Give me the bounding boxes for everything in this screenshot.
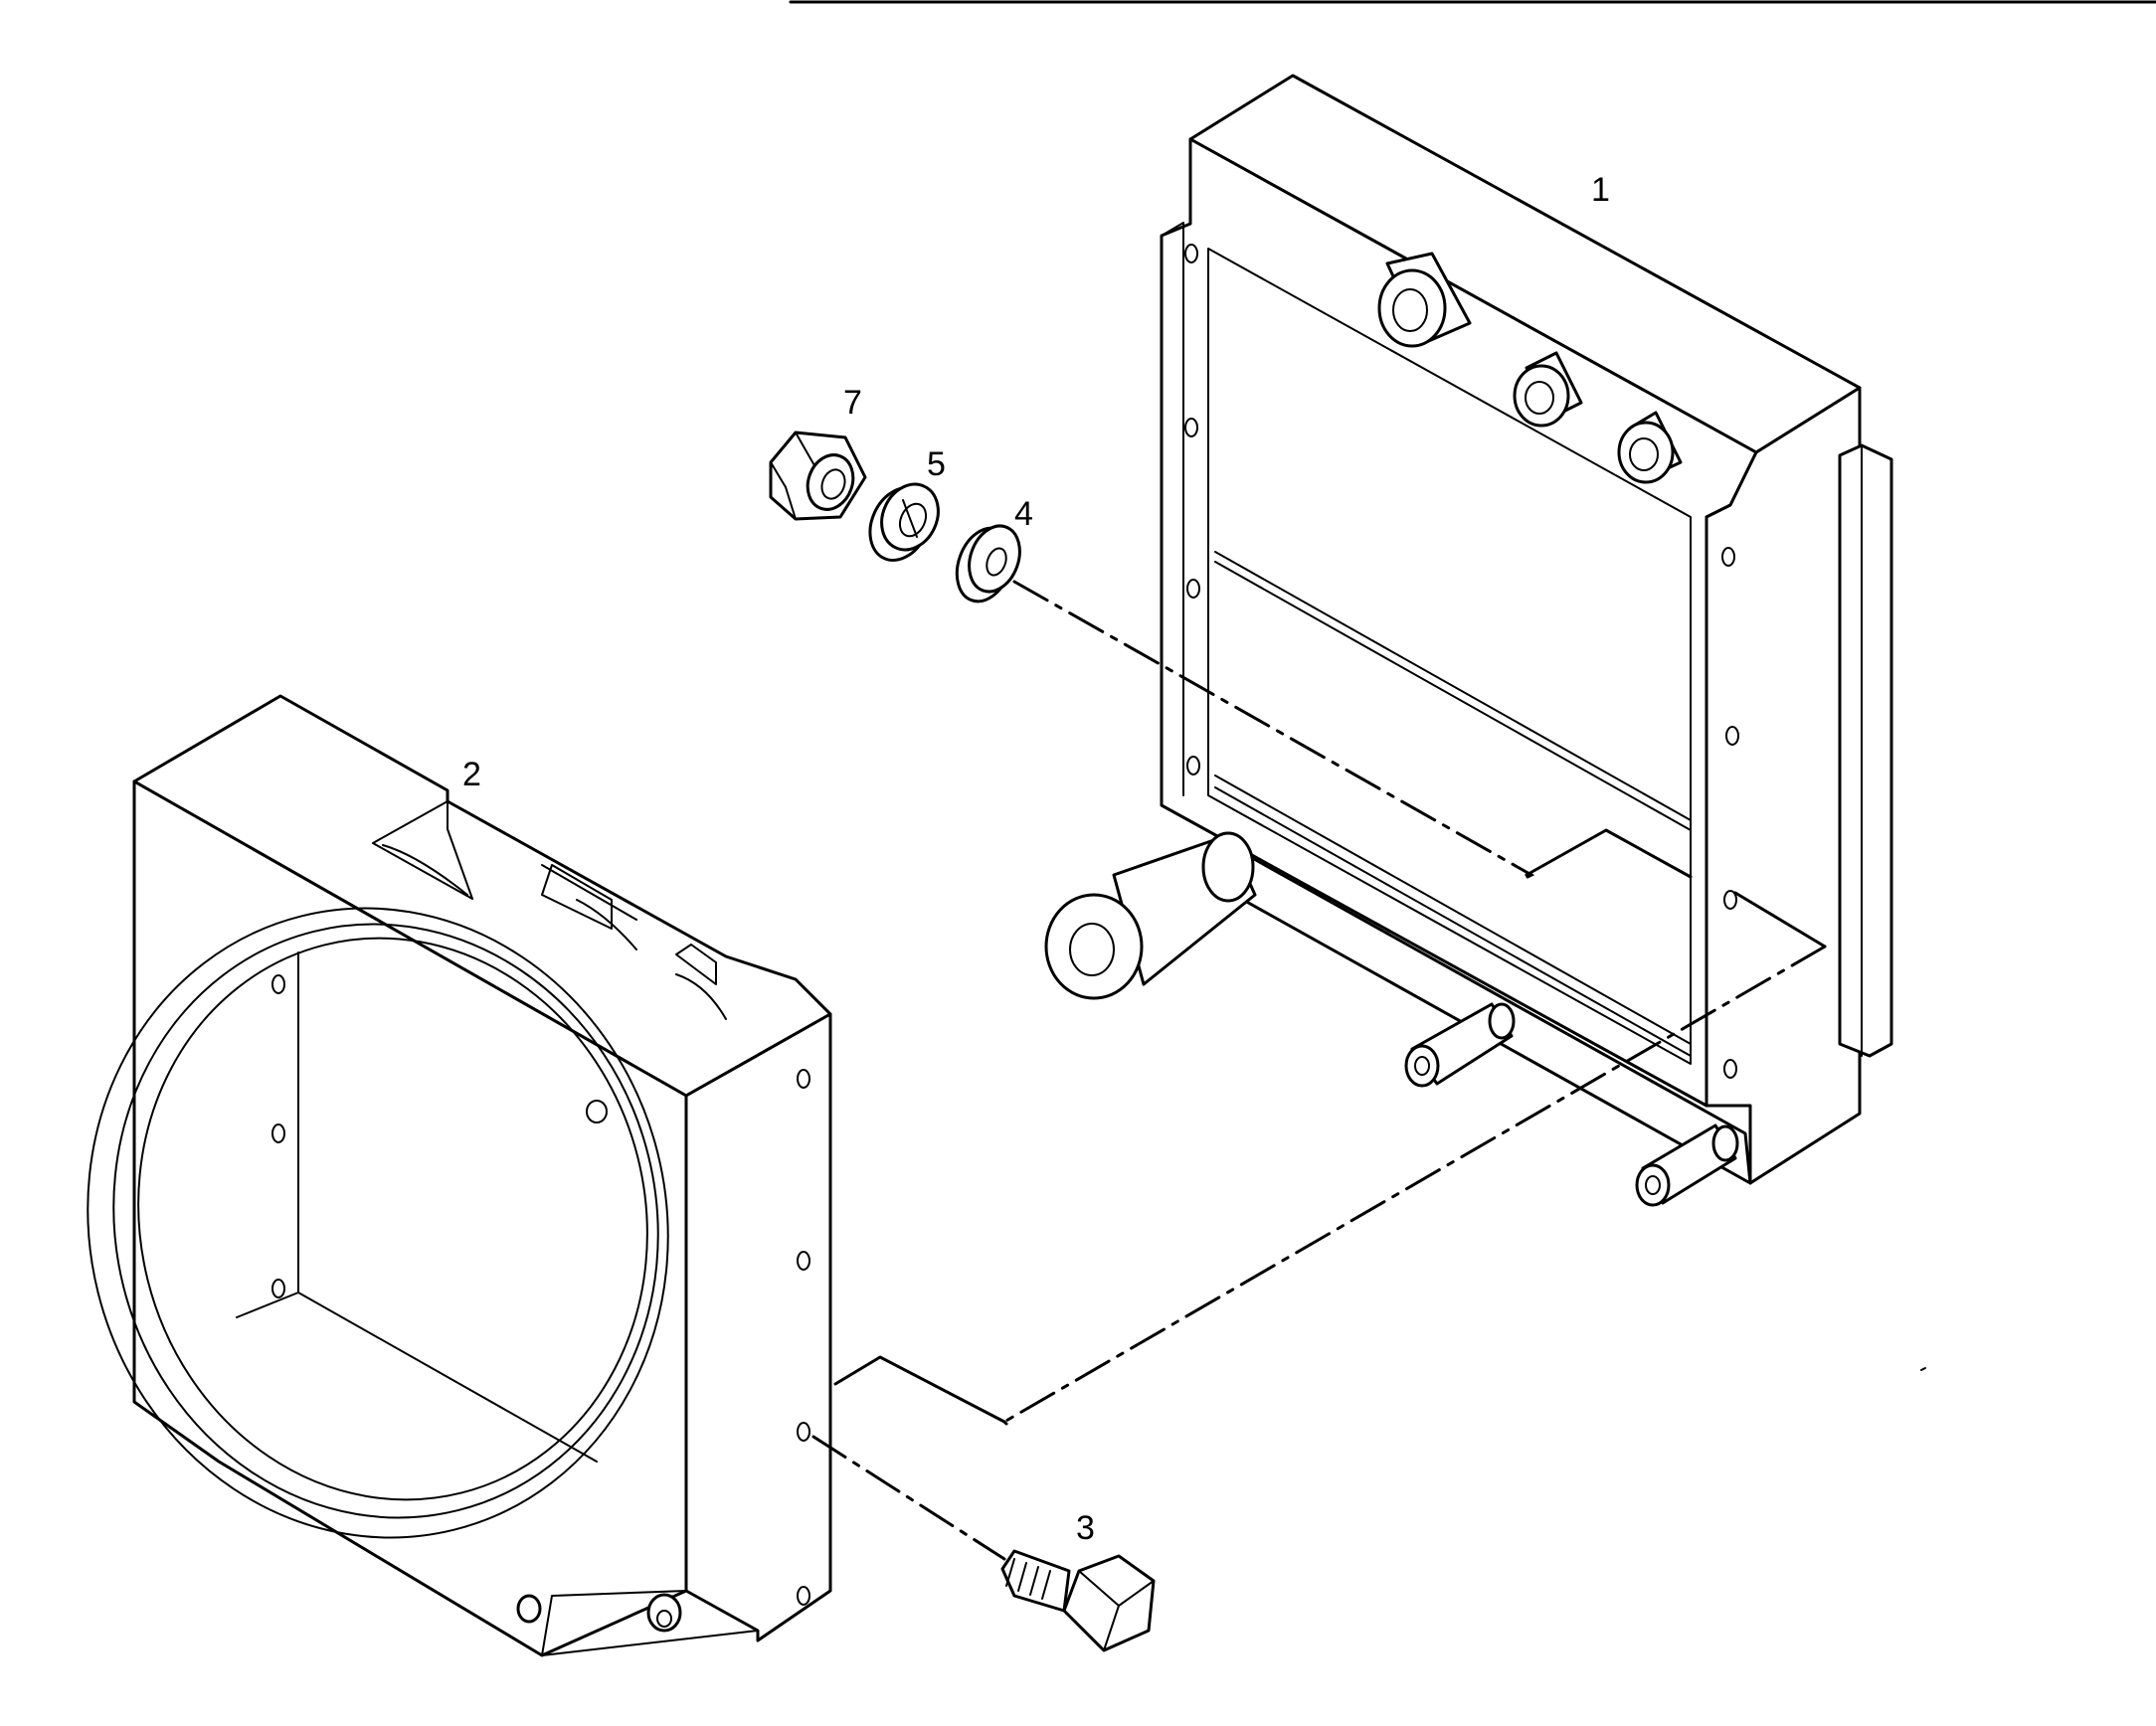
callout-2: 2 [462, 756, 481, 793]
part-4-washer [955, 524, 1021, 604]
callout-4: 4 [1014, 495, 1033, 533]
callout-1: 1 [1591, 171, 1610, 209]
part-2-fan-shroud [87, 694, 832, 1657]
part-7-hex-nut [769, 431, 867, 521]
part-5-lock-washer [868, 482, 940, 562]
callout-5: 5 [927, 445, 946, 483]
part-1-cooler-core [1044, 74, 1893, 1207]
part-3-bolt [1000, 1549, 1156, 1652]
callout-3: 3 [1076, 1509, 1095, 1547]
assembly-lines [811, 580, 1926, 1561]
callout-7: 7 [843, 384, 862, 422]
